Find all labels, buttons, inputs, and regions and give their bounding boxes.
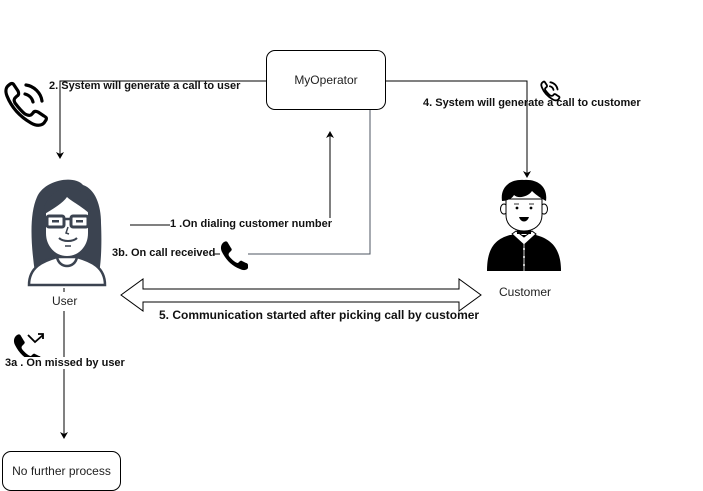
edge-step1-label: 1 .On dialing customer number	[170, 218, 332, 230]
node-no-further-process[interactable]: No further process	[2, 451, 121, 491]
phone-missed-icon	[13, 333, 44, 364]
phone-icon	[220, 241, 248, 271]
edge-step2-label: 2. System will generate a call to user	[49, 80, 241, 92]
edge-step4	[386, 80, 531, 178]
edge-step3b	[213, 103, 374, 255]
edge-step2	[56, 80, 266, 159]
user-avatar[interactable]	[27, 179, 107, 287]
node-myoperator-label: MyOperator	[294, 73, 358, 87]
edge-step5-label: 5. Communication started after picking c…	[159, 308, 480, 322]
phone-ringing-icon	[540, 80, 561, 102]
edge-step5-double-arrow	[120, 278, 482, 312]
user-label: User	[52, 294, 78, 308]
edge-step3b-label: 3b. On call received	[112, 247, 216, 259]
edge-step1	[130, 131, 334, 226]
customer-avatar[interactable]	[487, 179, 561, 271]
phone-ringing-icon	[4, 81, 48, 127]
node-myoperator[interactable]: MyOperator	[266, 50, 386, 110]
customer-label: Customer	[499, 285, 552, 299]
node-no-further-process-label: No further process	[12, 464, 111, 478]
edge-step3a-label: 3a . On missed by user	[5, 357, 125, 369]
edge-step4-label: 4. System will generate a call to custom…	[423, 97, 641, 109]
